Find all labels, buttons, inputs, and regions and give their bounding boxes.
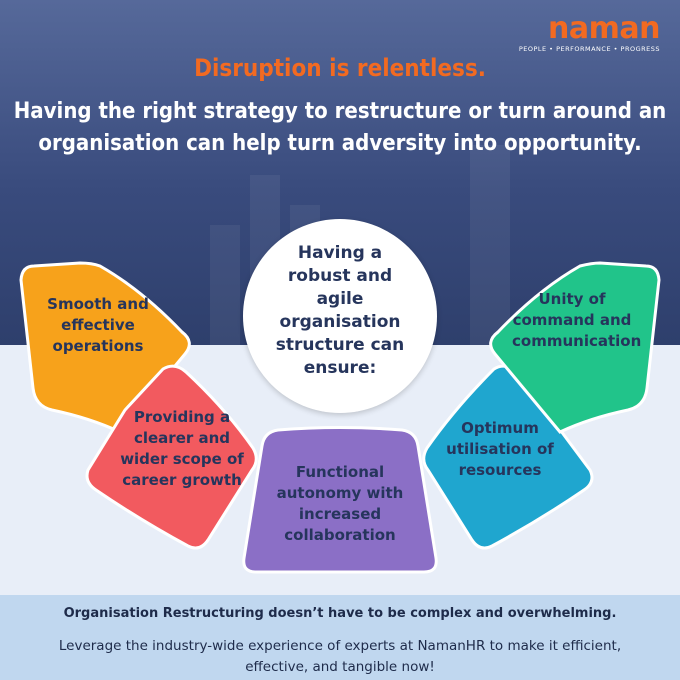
center-text: Having a robust and agile organisation s… — [275, 243, 405, 378]
petal-label-smooth-operations: Smooth and effective operations — [47, 295, 149, 355]
petal-label-optimum-utilisation: Optimum utilisation of resources — [446, 419, 554, 479]
petal-label-unity-command: Unity of command and communication — [512, 290, 642, 350]
footer-band — [0, 595, 680, 680]
footer-body: Leverage the industry-wide experience of… — [58, 638, 622, 675]
petal-functional-autonomy — [242, 426, 438, 574]
petal-unity-command — [489, 261, 661, 434]
brand-name: naman — [548, 11, 660, 46]
center-circle: Having a robust and agile organisation s… — [243, 219, 437, 413]
petal-label-functional-autonomy: Functional autonomy with increased colla… — [276, 463, 404, 544]
headline: Disruption is relentless. — [194, 54, 486, 82]
footer-headline: Organisation Restructuring doesn’t have … — [63, 606, 617, 621]
petal-label-career-growth: Providing a clearer and wider scope of c… — [120, 408, 244, 489]
brand-logo: naman PEOPLE • PERFORMANCE • PROGRESS — [518, 11, 661, 54]
petal-optimum-utilisation — [422, 364, 594, 550]
subheadline: Having the right strategy to restructure… — [13, 99, 667, 156]
petal-career-growth — [85, 364, 258, 550]
brand-tagline: PEOPLE • PERFORMANCE • PROGRESS — [518, 45, 660, 53]
